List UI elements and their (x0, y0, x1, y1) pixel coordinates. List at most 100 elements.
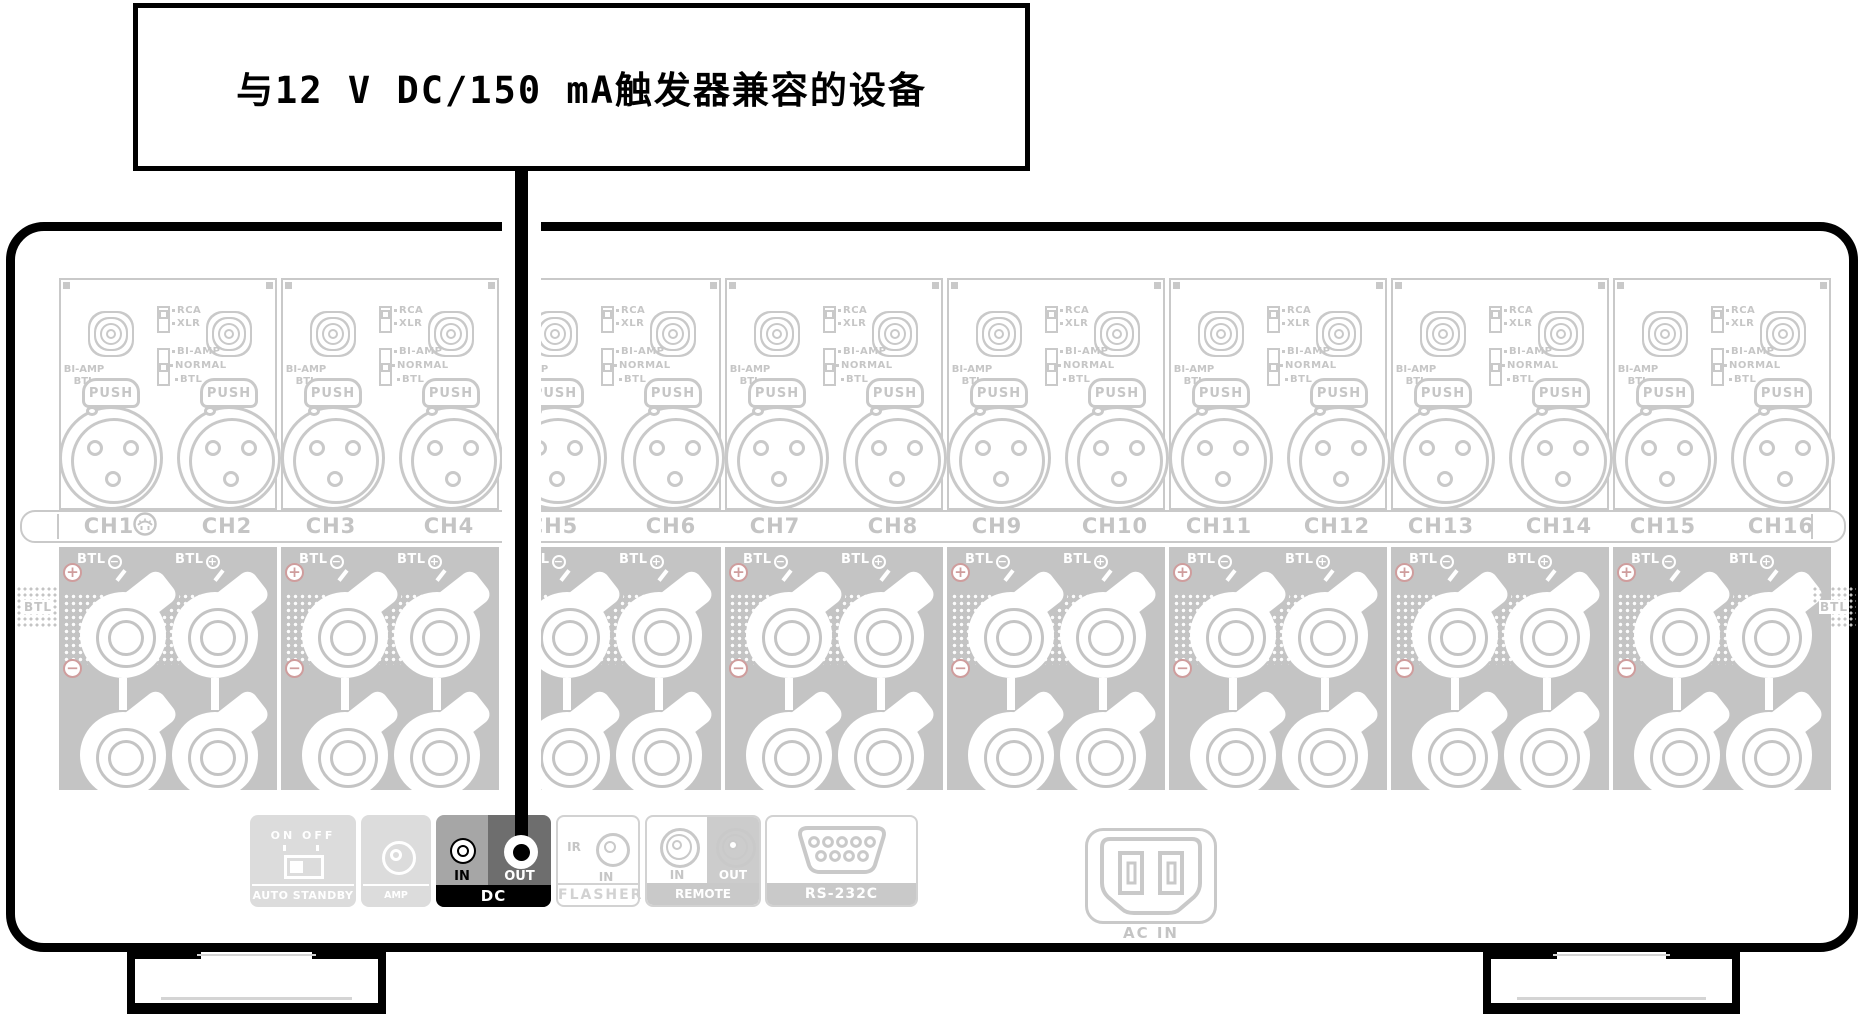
flasher-block: IR IN FLASHER (556, 815, 641, 907)
xlr-switch-label: XLR (1060, 318, 1088, 329)
xlr-connector (177, 406, 281, 510)
xlr-pin-hole (427, 440, 443, 456)
pointer-tick (1767, 569, 1779, 582)
rca-xlr-switch (379, 306, 392, 333)
xlr-pin-hole (907, 440, 923, 456)
rca-jack (1660, 329, 1670, 339)
rca-xlr-switch (157, 306, 170, 333)
amp-control-label: AMP CONTROL (370, 890, 422, 923)
minus-circle-icon: − (951, 659, 970, 678)
xlr-pin-hole (549, 471, 565, 487)
xlr-pin-hole (445, 471, 461, 487)
xlr-connector (1065, 406, 1169, 510)
channel-label: CH1 (83, 514, 135, 538)
plus-circle-icon: + (285, 563, 304, 582)
xlr-pin-hole (1659, 471, 1675, 487)
biamp-switch-label: BI-AMP (838, 346, 887, 357)
dc-in-label: IN (454, 869, 470, 884)
xlr-pin-hole (1011, 440, 1027, 456)
bullet-icon (1060, 322, 1063, 325)
xlr-pin-hole (205, 440, 221, 456)
binding-post (616, 712, 702, 790)
rca-jack (1112, 329, 1122, 339)
foot-groove (1553, 954, 1670, 956)
binding-post (1412, 592, 1498, 678)
btl-minus-label: BTL− (743, 552, 788, 569)
push-button: PUSH (1192, 378, 1250, 408)
rca-jack (772, 329, 782, 339)
xlr-pin-hole (1795, 440, 1811, 456)
channel-label: CH12 (1303, 514, 1371, 538)
xlr-pin-hole (1215, 471, 1231, 487)
xlr-pin-hole (1351, 440, 1367, 456)
bullet-icon (616, 309, 619, 312)
btl-switch-label: BTL (1729, 374, 1756, 385)
minus-circle-icon: − (1617, 659, 1636, 678)
screw-icon (285, 282, 292, 289)
rca-jack (1334, 329, 1344, 339)
on-off-labels: ON OFF (270, 829, 336, 842)
mode-switch (823, 348, 836, 386)
xlr-connector (843, 406, 947, 510)
xlr-pin-hole (789, 440, 805, 456)
screw-icon (710, 282, 717, 289)
pointer-tick (316, 845, 319, 851)
ac-inlet-icon (1100, 837, 1202, 915)
binding-post (1282, 712, 1368, 790)
switch-knob (603, 363, 612, 372)
xlr-pin-hole (1315, 440, 1331, 456)
minus-circle-icon: − (1395, 659, 1414, 678)
plus-circle-icon: + (63, 563, 82, 582)
dc-out-label: OUT (504, 869, 535, 884)
xlr-pin-hole (975, 440, 991, 456)
bullet-icon (1504, 322, 1507, 325)
xlr-pin-hole (87, 440, 103, 456)
pointer-tick (1545, 569, 1557, 582)
screw-icon (1820, 282, 1827, 289)
normal-switch-label: NORMAL (1724, 360, 1781, 371)
channel-label: CH13 (1407, 514, 1475, 538)
bullet-icon (1726, 322, 1729, 325)
screw-icon (932, 282, 939, 289)
rca-xlr-switch (823, 306, 836, 333)
bullet-icon (841, 378, 844, 381)
btl-minus-label: BTL− (1187, 552, 1232, 569)
ac-in-label: AC IN (1123, 924, 1179, 942)
xlr-pin-hole (1111, 471, 1127, 487)
pointer-tick (559, 569, 571, 582)
binding-post (394, 712, 480, 790)
btl-tag-right: BTL (1812, 586, 1856, 628)
terminal-link (563, 678, 571, 710)
switch-knob (1713, 363, 1722, 372)
switch-knob (290, 861, 303, 873)
mode-switch (379, 348, 392, 386)
pointer-tick (115, 569, 127, 582)
btl-plus-label: BTL+ (1729, 552, 1774, 569)
speaker-terminal-block: BTL− BTL+ + − (1169, 547, 1387, 790)
xlr-pin-hole (223, 471, 239, 487)
strip-divider (1811, 514, 1813, 539)
rca-switch-label: RCA (838, 305, 867, 316)
btl-minus-label: BTL− (299, 552, 344, 569)
terminal-link (341, 678, 349, 710)
xlr-pin-hole (1573, 440, 1589, 456)
rca-jack (890, 329, 900, 339)
push-button: PUSH (866, 378, 924, 408)
ac-inlet (1085, 828, 1217, 924)
normal-switch-label: NORMAL (392, 360, 449, 371)
biamp-switch-label: BI-AMP (394, 346, 443, 357)
screw-icon (951, 282, 958, 289)
normal-switch-label: NORMAL (1502, 360, 1559, 371)
binding-post (838, 592, 924, 678)
mode-switch (1267, 348, 1280, 386)
xlr-pin-hole (463, 440, 479, 456)
speaker-terminal-block: BTL− BTL+ + − (281, 547, 499, 790)
xlr-pin-hole (309, 440, 325, 456)
switch-knob (603, 310, 612, 319)
bullet-icon (1502, 364, 1505, 367)
terminal-link (1673, 678, 1681, 710)
